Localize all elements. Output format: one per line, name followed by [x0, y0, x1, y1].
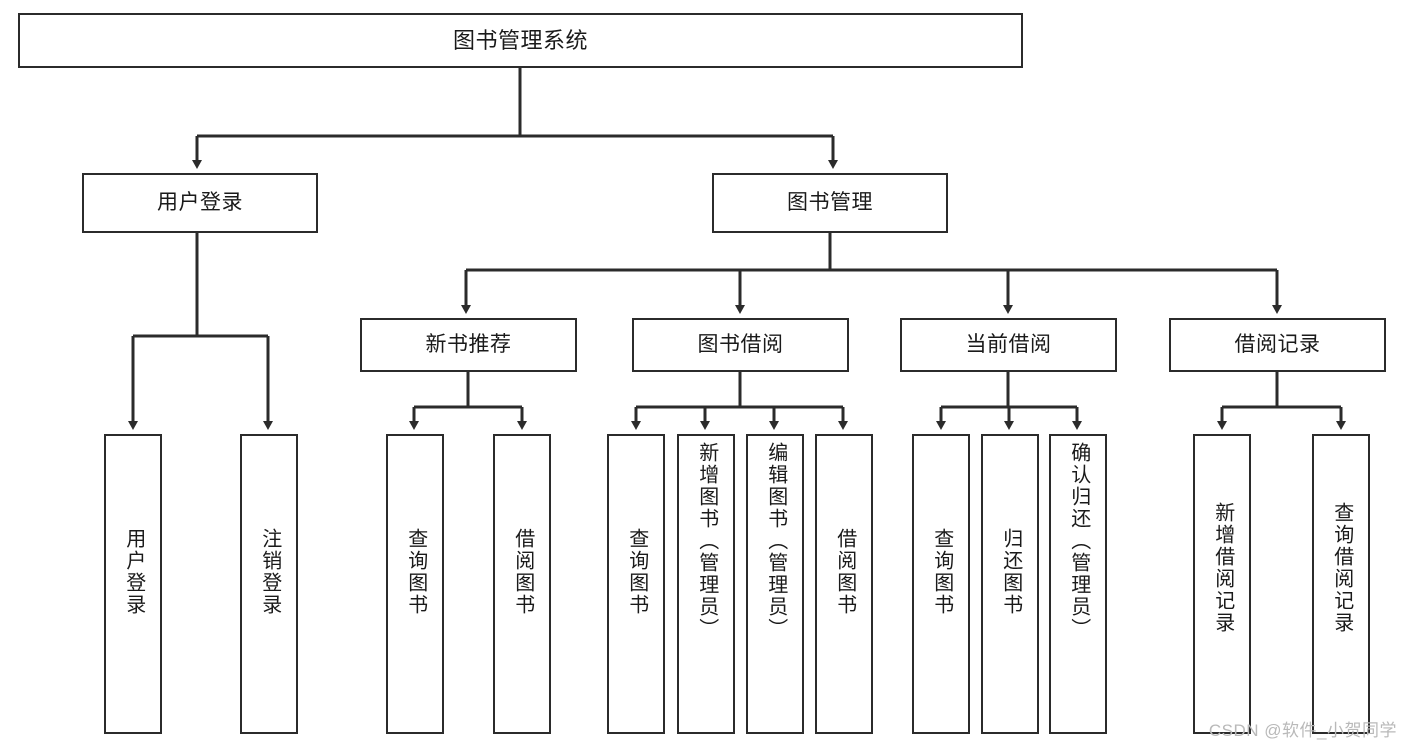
- node-leaf-query-book-3-label: 查询图书: [930, 528, 953, 616]
- node-leaf-borrow-book-2-label: 借阅图书: [833, 528, 856, 616]
- node-leaf-confirm-return[interactable]: 确认归还（管理员）: [1049, 434, 1107, 734]
- node-leaf-borrow-book-1-label: 借阅图书: [511, 528, 534, 616]
- node-leaf-return-book-label: 归还图书: [999, 528, 1022, 616]
- node-book-manage-label: 图书管理: [787, 190, 873, 214]
- watermark-text: CSDN @软件_小贺同学: [1208, 721, 1397, 740]
- node-leaf-add-record-label: 新增借阅记录: [1211, 502, 1234, 634]
- node-leaf-add-book[interactable]: 新增图书（管理员）: [677, 434, 735, 734]
- node-leaf-user-login[interactable]: 用户登录: [104, 434, 162, 734]
- node-borrow-record-label: 借阅记录: [1234, 332, 1321, 356]
- node-book-borrow-label: 图书借阅: [697, 332, 784, 356]
- node-leaf-query-book-3[interactable]: 查询图书: [912, 434, 970, 734]
- node-borrow-record[interactable]: 借阅记录: [1169, 318, 1386, 372]
- node-leaf-edit-book[interactable]: 编辑图书（管理员）: [746, 434, 804, 734]
- node-user-login-label: 用户登录: [157, 190, 243, 214]
- node-leaf-query-book-1-label: 查询图书: [404, 528, 427, 616]
- node-leaf-query-record-label: 查询借阅记录: [1330, 502, 1353, 634]
- node-leaf-logout-login-label: 注销登录: [258, 528, 281, 616]
- node-leaf-logout-login[interactable]: 注销登录: [240, 434, 298, 734]
- node-leaf-query-record[interactable]: 查询借阅记录: [1312, 434, 1370, 734]
- node-leaf-return-book[interactable]: 归还图书: [981, 434, 1039, 734]
- node-leaf-query-book-2-label: 查询图书: [625, 528, 648, 616]
- node-leaf-borrow-book-2[interactable]: 借阅图书: [815, 434, 873, 734]
- node-leaf-user-login-label: 用户登录: [122, 528, 145, 616]
- node-root[interactable]: 图书管理系统: [18, 13, 1023, 68]
- node-leaf-confirm-return-label: 确认归还（管理员）: [1067, 442, 1090, 640]
- node-leaf-query-book-1[interactable]: 查询图书: [386, 434, 444, 734]
- node-book-borrow[interactable]: 图书借阅: [632, 318, 849, 372]
- node-leaf-add-record[interactable]: 新增借阅记录: [1193, 434, 1251, 734]
- node-book-manage[interactable]: 图书管理: [712, 173, 948, 233]
- node-new-book-recommend-label: 新书推荐: [425, 332, 512, 356]
- node-current-borrow[interactable]: 当前借阅: [900, 318, 1117, 372]
- node-leaf-borrow-book-1[interactable]: 借阅图书: [493, 434, 551, 734]
- node-leaf-edit-book-label: 编辑图书（管理员）: [764, 442, 787, 640]
- node-root-label: 图书管理系统: [452, 27, 588, 53]
- node-user-login[interactable]: 用户登录: [82, 173, 318, 233]
- node-leaf-query-book-2[interactable]: 查询图书: [607, 434, 665, 734]
- node-leaf-add-book-label: 新增图书（管理员）: [695, 442, 718, 640]
- node-new-book-recommend[interactable]: 新书推荐: [360, 318, 577, 372]
- node-current-borrow-label: 当前借阅: [965, 332, 1052, 356]
